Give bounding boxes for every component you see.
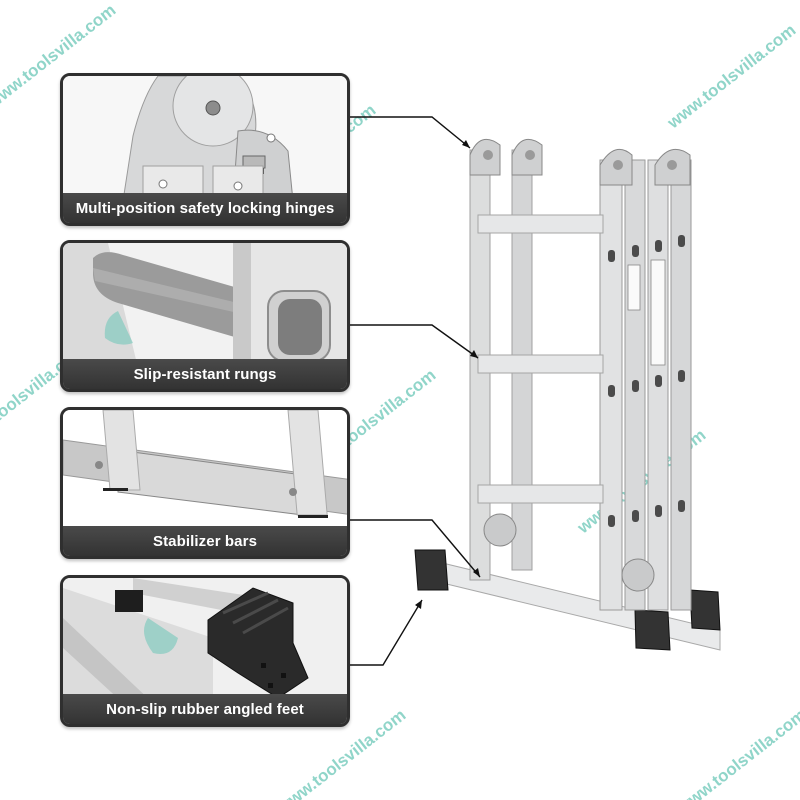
hinge-closeup-icon [63, 76, 347, 193]
stabilizer-bar-closeup-icon [63, 410, 347, 526]
rung-closeup-icon [63, 243, 347, 359]
feature-panel-feet: Non-slip rubber angled feet [60, 575, 350, 727]
feature-caption: Slip-resistant rungs [63, 359, 347, 389]
rubber-foot-closeup-icon [63, 578, 347, 694]
feature-panel-hinges: Multi-position safety locking hinges [60, 73, 350, 226]
watermark-url: www.toolsvilla.com [673, 705, 800, 800]
feature-caption: Multi-position safety locking hinges [63, 193, 347, 223]
ladder-product-image [400, 130, 740, 670]
feature-panel-rungs: Slip-resistant rungs [60, 240, 350, 392]
watermark-url: www.toolsvilla.com [663, 20, 800, 133]
feature-caption: Non-slip rubber angled feet [63, 694, 347, 724]
feature-caption: Stabilizer bars [63, 526, 347, 556]
feature-panel-stabilizer: Stabilizer bars [60, 407, 350, 559]
